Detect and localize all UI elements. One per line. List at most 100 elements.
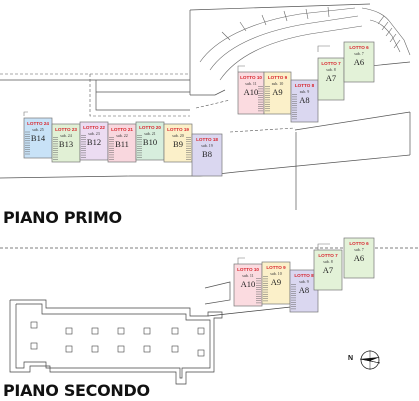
lot-code-label: B12 <box>87 137 101 147</box>
lot-area <box>163 123 193 163</box>
stair-hatch <box>109 137 114 160</box>
lot-sub-label: sub. 8 <box>323 259 333 264</box>
lot-sub-label: sub. 10 <box>272 81 284 86</box>
building-outline-secondo <box>9 299 301 385</box>
building-shadow-secondo <box>237 243 330 264</box>
stair-hatch <box>265 86 270 112</box>
lot-sub-label: sub. 22 <box>116 133 128 138</box>
lot-sub-label: sub. 9 <box>300 89 310 94</box>
lot-area <box>135 121 165 161</box>
lot-sub-label: sub. 23 <box>88 131 100 136</box>
stair-hatch <box>291 284 296 310</box>
lot-area <box>191 133 223 177</box>
lot-area <box>51 123 81 163</box>
lot-code-label: B10 <box>143 137 157 147</box>
lot-area <box>343 237 375 279</box>
lot-sub-label: sub. 11 <box>242 273 253 278</box>
lot-code-label: A8 <box>299 285 309 295</box>
lot-area <box>237 71 265 115</box>
lot-code-label: A6 <box>354 253 364 263</box>
lot-number-label: LOTTO 22 <box>83 125 105 130</box>
lot-number-label: LOTTO 24 <box>27 121 49 126</box>
lot-code-label: B11 <box>115 139 129 149</box>
lot-code-label: A9 <box>272 87 282 97</box>
lot-code-label: A8 <box>299 95 309 105</box>
north-arrow: N <box>348 346 386 376</box>
lot-sub-label: sub. 7 <box>354 51 364 56</box>
lot-code-label: B14 <box>31 133 46 143</box>
lot-code-label: B13 <box>59 139 73 149</box>
stair-hatch <box>81 135 86 158</box>
lot-code-label: A6 <box>354 57 364 67</box>
lot-number-label: LOTTO 7 <box>318 253 338 258</box>
stair-hatch <box>292 94 297 120</box>
lot-sub-label: sub. 11 <box>245 81 256 86</box>
stair-hatch <box>258 86 263 112</box>
stair-hatch <box>53 137 58 160</box>
lot-sub-label: sub. 25 <box>32 127 44 132</box>
lot-code-label: B8 <box>202 149 212 159</box>
lot-sub-label: sub. 9 <box>299 279 309 284</box>
curved-road-primo <box>199 6 363 81</box>
floor-title-secondo: PIANO SECONDO <box>3 381 150 400</box>
building-shadow-primo <box>23 45 330 116</box>
lot-sub-label: sub. 10 <box>270 271 282 276</box>
site-outline-primo <box>0 3 411 210</box>
lot-sub-label: sub. 19 <box>201 143 213 148</box>
lot-number-label: LOTTO 8 <box>295 83 315 88</box>
stair-hatch <box>263 276 268 302</box>
lot-code-label: A7 <box>323 265 333 275</box>
lot-sub-label: sub. 8 <box>326 67 336 72</box>
lot-area <box>261 261 291 305</box>
stair-hatch <box>256 278 261 304</box>
lot-number-label: LOTTO 7 <box>321 61 341 66</box>
lot-number-label: LOTTO 9 <box>266 265 286 270</box>
lot-area <box>263 71 292 115</box>
dashed-outline-primo <box>0 73 296 133</box>
lot-number-label: LOTTO 9 <box>268 75 288 80</box>
lot-area <box>313 249 343 291</box>
lot-area <box>79 121 109 161</box>
window-markers-secondo <box>30 321 205 357</box>
stair-hatch <box>186 137 191 160</box>
lot-number-label: LOTTO 10 <box>240 75 262 80</box>
lot-sub-label: sub. 7 <box>354 247 364 252</box>
lot-sub-label: sub. 20 <box>172 133 184 138</box>
lot-number-label: LOTTO 6 <box>349 45 369 50</box>
stair-hatch <box>25 131 30 155</box>
lot-code-label: A9 <box>271 277 281 287</box>
lot-code-label: A10 <box>244 87 259 97</box>
lot-code-label: B9 <box>173 139 183 149</box>
floor-title-primo: PIANO PRIMO <box>3 208 122 227</box>
lot-area <box>343 41 375 83</box>
lot-number-label: LOTTO 10 <box>237 267 259 272</box>
lot-number-label: LOTTO 6 <box>349 241 369 246</box>
lot-sub-label: sub. 21 <box>144 131 156 136</box>
lot-number-label: LOTTO 23 <box>55 127 77 132</box>
stair-hatch <box>137 135 142 158</box>
compass-rose-icon <box>359 350 381 370</box>
lot-code-label: A10 <box>241 279 256 289</box>
lot-area <box>289 269 319 313</box>
lot-area <box>233 263 263 307</box>
lot-number-label: LOTTO 18 <box>196 137 218 142</box>
lot-number-label: LOTTO 21 <box>111 127 133 132</box>
north-label: N <box>348 355 354 362</box>
